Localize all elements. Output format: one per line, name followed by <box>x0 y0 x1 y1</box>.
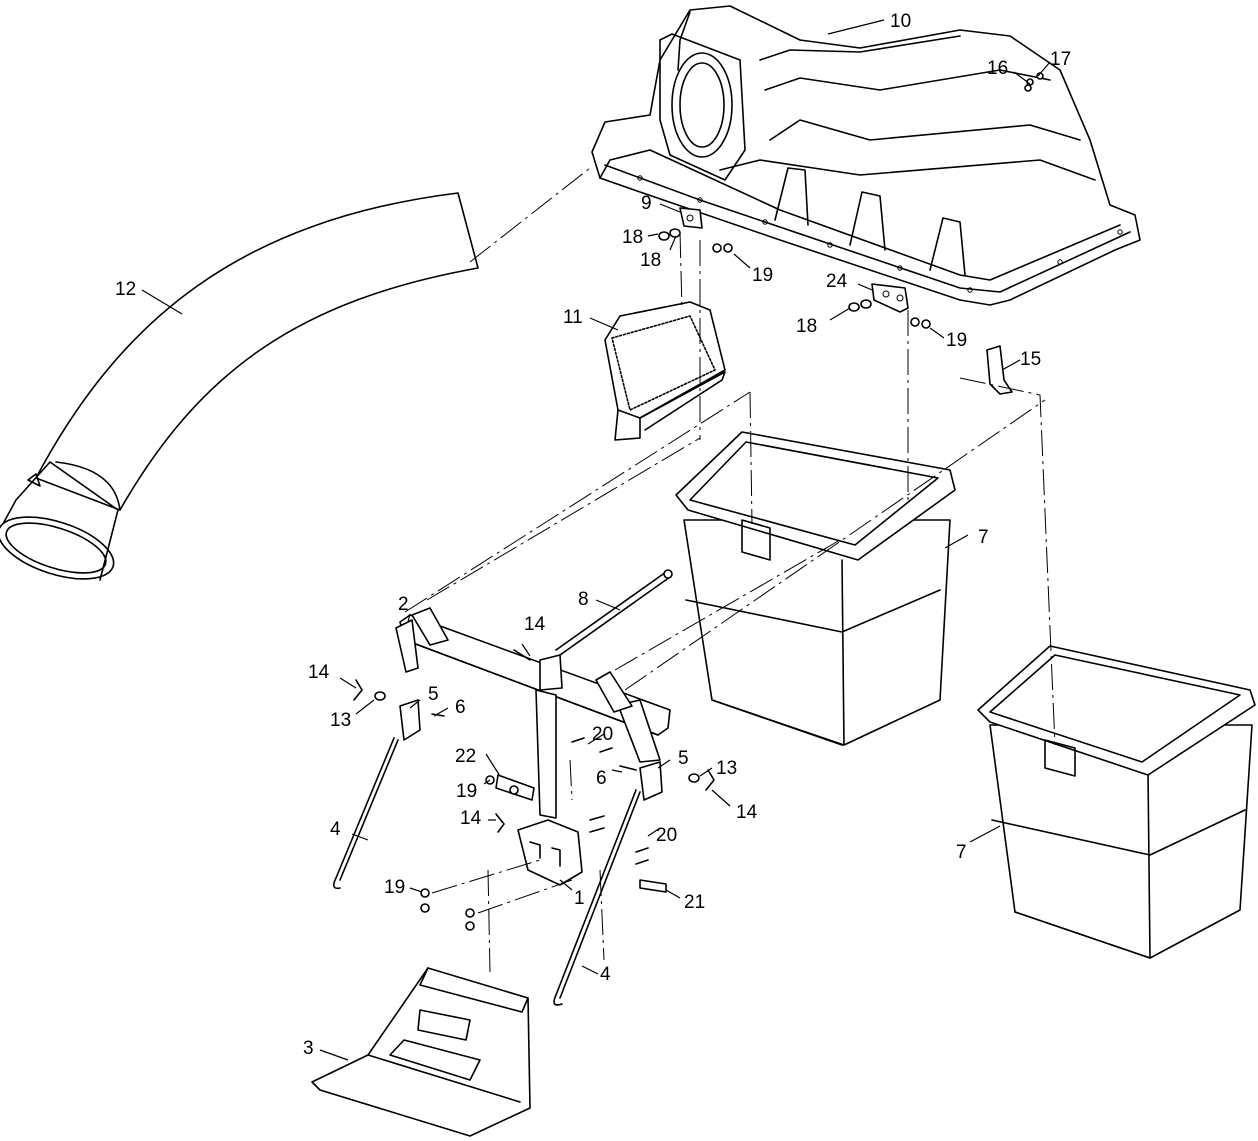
callout-14-d: 14 <box>460 808 482 829</box>
callout-18-a: 18 <box>622 227 643 248</box>
callout-13-b: 13 <box>716 758 737 779</box>
callout-6-b: 6 <box>596 768 607 789</box>
top-cover <box>591 5 1141 306</box>
screen-11 <box>604 301 726 441</box>
callout-14-b: 14 <box>308 662 330 683</box>
frame-2 <box>395 607 671 819</box>
callout-10: 10 <box>890 11 911 32</box>
rod-8 <box>555 569 673 656</box>
bracket-24 <box>871 283 909 313</box>
latch-15 <box>986 345 1013 395</box>
hitch-bracket-1 <box>517 819 583 886</box>
bin-center <box>675 431 956 746</box>
plate-3 <box>311 967 531 1137</box>
callout-15: 15 <box>1020 349 1041 370</box>
callout-19-c: 19 <box>456 781 477 802</box>
callout-24: 24 <box>826 271 848 292</box>
callout-2: 2 <box>398 594 409 615</box>
callout-4-b: 4 <box>600 964 611 985</box>
callout-14-a: 14 <box>524 614 546 635</box>
callout-11: 11 <box>563 307 583 328</box>
rods-4 <box>332 737 641 1006</box>
callout-5-b: 5 <box>678 748 689 769</box>
callout-22: 22 <box>455 746 476 767</box>
callout-9: 9 <box>641 193 652 214</box>
callout-18-c: 18 <box>796 316 817 337</box>
callout-8: 8 <box>578 589 589 610</box>
hardware-lower <box>353 649 715 931</box>
callout-21: 21 <box>684 892 705 913</box>
callout-19-d: 19 <box>384 877 405 898</box>
callout-16: 16 <box>987 58 1008 79</box>
bracket-9 <box>679 207 703 229</box>
callout-18-b: 18 <box>640 250 661 271</box>
chute-tube <box>0 192 479 581</box>
callout-labels: 10 16 17 9 18 18 19 24 18 19 12 11 15 7 … <box>115 11 1071 1059</box>
callout-20-a: 20 <box>592 724 613 745</box>
callout-6-a: 6 <box>455 697 466 718</box>
callout-19-b: 19 <box>946 330 967 351</box>
alignment-lines <box>404 167 1056 973</box>
callout-19-a: 19 <box>752 265 773 286</box>
callout-5-a: 5 <box>428 684 439 705</box>
bin-right <box>977 645 1256 959</box>
callout-14-c: 14 <box>736 802 758 823</box>
clevis-5 <box>399 699 663 801</box>
callout-12: 12 <box>115 279 136 300</box>
callout-17: 17 <box>1050 49 1071 70</box>
leader-lines <box>141 19 1051 1061</box>
callout-7-b: 7 <box>956 842 967 863</box>
callout-4-a: 4 <box>330 819 341 840</box>
callout-1: 1 <box>574 888 585 909</box>
callout-7-a: 7 <box>978 527 989 548</box>
callout-20-b: 20 <box>656 825 677 846</box>
callout-13-a: 13 <box>330 710 351 731</box>
callout-3: 3 <box>303 1038 314 1059</box>
